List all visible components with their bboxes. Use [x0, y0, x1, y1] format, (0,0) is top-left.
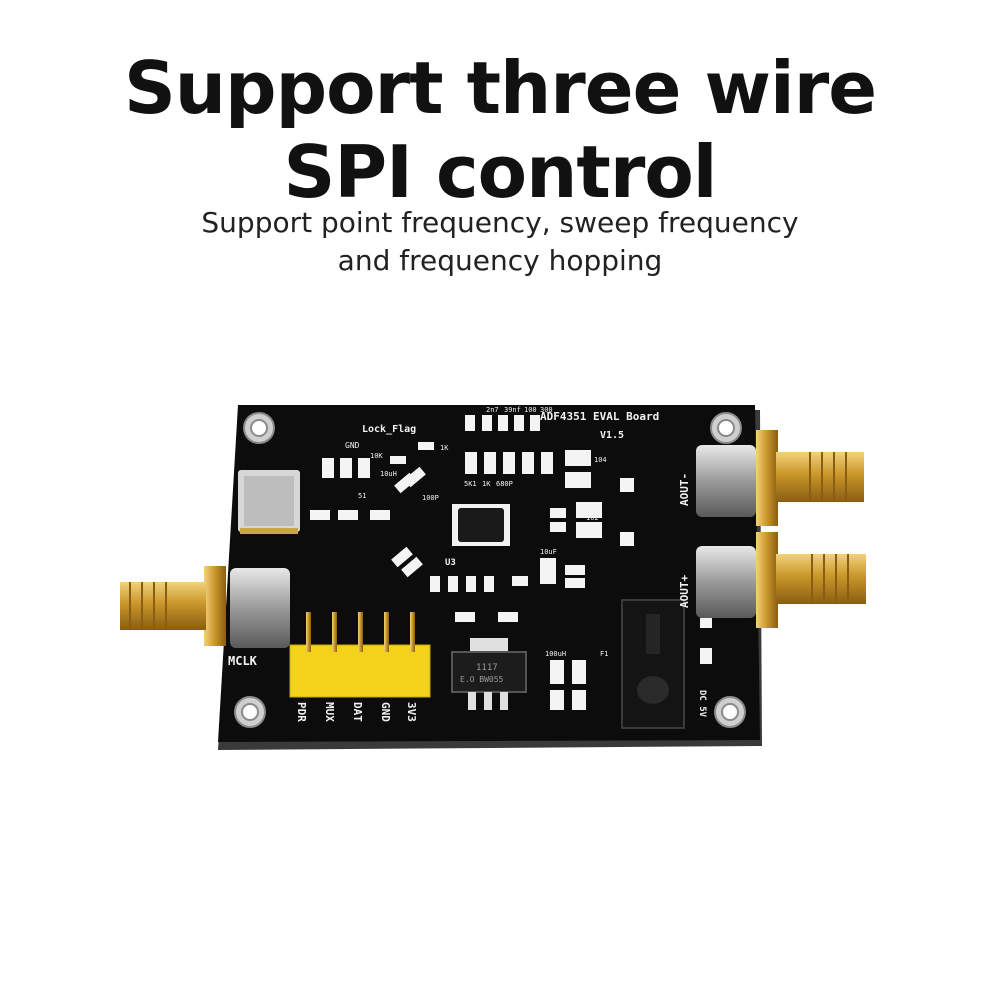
label-10k: 10K [370, 452, 383, 460]
subheadline-line-2: and frequency hopping [337, 244, 663, 277]
smd-components [310, 415, 712, 710]
sma-connector-aout-minus-icon [696, 430, 864, 526]
dc-5v-label: DC 5V [697, 690, 707, 718]
aout-plus-label: AOUT+ [678, 575, 691, 608]
label-10uf: 10uF [540, 548, 557, 556]
sma-connector-aout-plus-icon [696, 532, 866, 628]
subheadline: Support point frequency, sweep frequency… [0, 204, 1000, 280]
label-1k-b: 1K [482, 480, 491, 488]
product-photo: ADF4351 EVAL Board V1.5 Lock_Flag GND [120, 405, 866, 750]
mclk-label: MCLK [228, 654, 258, 668]
subheadline-line-1: Support point frequency, sweep frequency [201, 206, 799, 239]
chip-label: U3 [445, 558, 456, 568]
regulator-marking-1: 1117 [476, 663, 498, 673]
headline-line-2: SPI control [283, 130, 718, 214]
component-labels: 10K 1K 10uH 100P 104 102 51 5K1 1K 680P … [358, 406, 608, 658]
label-10uh: 10uH [380, 470, 397, 478]
label-f1: F1 [600, 650, 608, 658]
label-100: 100 [524, 406, 537, 414]
pin-label-gnd: GND [379, 702, 392, 722]
headline-line-1: Support three wire [123, 46, 877, 130]
gnd-small-label: GND [345, 441, 360, 450]
regulator-marking-2: E.O BW055 [460, 675, 504, 684]
sma-connector-mclk-icon [120, 566, 290, 648]
lock-flag-label: Lock_Flag [362, 424, 416, 435]
voltage-regulator-icon [451, 638, 527, 710]
dc-barrel-jack-icon [621, 599, 685, 729]
label-2n7: 2n7 [486, 406, 499, 414]
label-51: 51 [358, 492, 366, 500]
label-680p: 680P [496, 480, 513, 488]
board-name: ADF4351 EVAL Board [540, 410, 659, 423]
label-5k1: 5K1 [464, 480, 477, 488]
label-104: 104 [594, 456, 607, 464]
label-300: 300 [540, 406, 553, 414]
label-102: 102 [586, 514, 599, 522]
crystal-oscillator-icon [238, 470, 300, 534]
pin-header-icon [289, 612, 431, 698]
pin-label-dat: DAT [351, 702, 364, 722]
pin-label-pdr: PDR [295, 702, 308, 722]
headline: Support three wire SPI control [0, 46, 1000, 214]
aout-minus-label: AOUT- [678, 473, 691, 506]
board-version: V1.5 [600, 430, 624, 441]
label-100uh: 100uH [545, 650, 566, 658]
pin-label-mux: MUX [323, 702, 336, 722]
mounting-hole-icon [234, 412, 746, 728]
pin-label-3v3: 3V3 [405, 702, 418, 722]
adf4351-chip-icon [452, 504, 510, 546]
label-39nf: 39nf [504, 406, 521, 414]
label-100p: 100P [422, 494, 439, 502]
label-1k: 1K [440, 444, 449, 452]
